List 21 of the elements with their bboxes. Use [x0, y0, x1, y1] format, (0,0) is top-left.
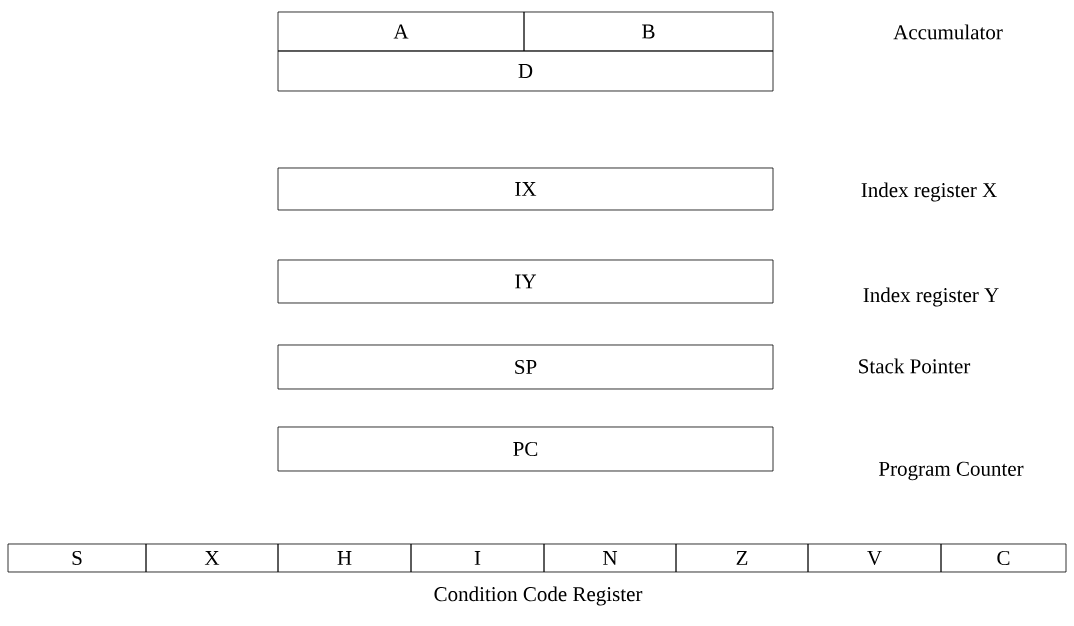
register-box: IX [277, 167, 774, 211]
register-cell: N [543, 543, 677, 573]
register-label: Condition Code Register [434, 586, 643, 606]
register-box: PC [277, 426, 774, 472]
register-cell: Z [675, 543, 809, 573]
register-label: Stack Pointer [859, 358, 971, 374]
register-label: Index register Y [863, 287, 999, 307]
register-cell: H [277, 543, 412, 573]
register-cell: S [7, 543, 147, 573]
register-box: IY [277, 259, 774, 304]
register-label: Program Counter [879, 461, 1024, 481]
register-cell: B [523, 11, 774, 52]
register-cell: X [145, 543, 279, 573]
register-label: Accumulator [893, 24, 1003, 40]
register-label: Index register X [861, 182, 997, 202]
register-cell: A [277, 11, 525, 52]
register-box: D [277, 50, 774, 92]
register-cell: I [410, 543, 545, 573]
register-cell: V [807, 543, 942, 573]
register-box: SP [277, 344, 774, 390]
register-cell: C [940, 543, 1067, 573]
